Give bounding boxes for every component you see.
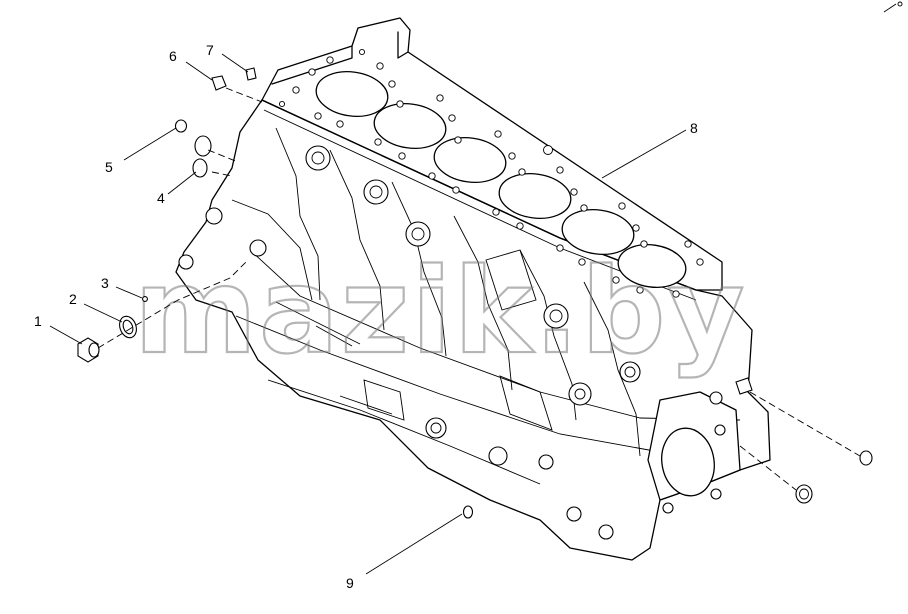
leader-lines: [49, 53, 687, 575]
deck-holes: [278, 48, 704, 298]
rear-plug-parts: [795, 450, 873, 504]
block-side-details: [178, 127, 753, 540]
stud-part: [245, 67, 257, 81]
screw-plug-part: [77, 337, 100, 363]
callout-9: 9: [346, 575, 354, 591]
cylinder-bores: [315, 70, 687, 288]
expansion-plug-part: [192, 135, 212, 178]
pin-part: [142, 296, 148, 302]
cap-part: [211, 75, 227, 91]
callout-8: 8: [690, 120, 698, 136]
callout-6: 6: [169, 48, 177, 64]
assembly-dash-lines: [97, 87, 861, 491]
callout-numbers: 1 2 3 4 5 6 7 8 9: [34, 42, 698, 591]
plug-part: [174, 119, 188, 133]
exploded-parts: [77, 67, 873, 519]
callout-7: 7: [206, 42, 214, 58]
view-direction-mark: [883, 1, 903, 13]
callout-4: 4: [157, 190, 165, 206]
sealing-ring-part: [119, 315, 137, 339]
cylinder-block: [175, 17, 771, 561]
callout-3: 3: [101, 275, 109, 291]
dowel-part: [462, 505, 474, 519]
callout-2: 2: [69, 291, 77, 307]
watermark-text: mazik.by: [134, 242, 746, 380]
callout-5: 5: [105, 159, 113, 175]
callout-1: 1: [34, 313, 42, 329]
